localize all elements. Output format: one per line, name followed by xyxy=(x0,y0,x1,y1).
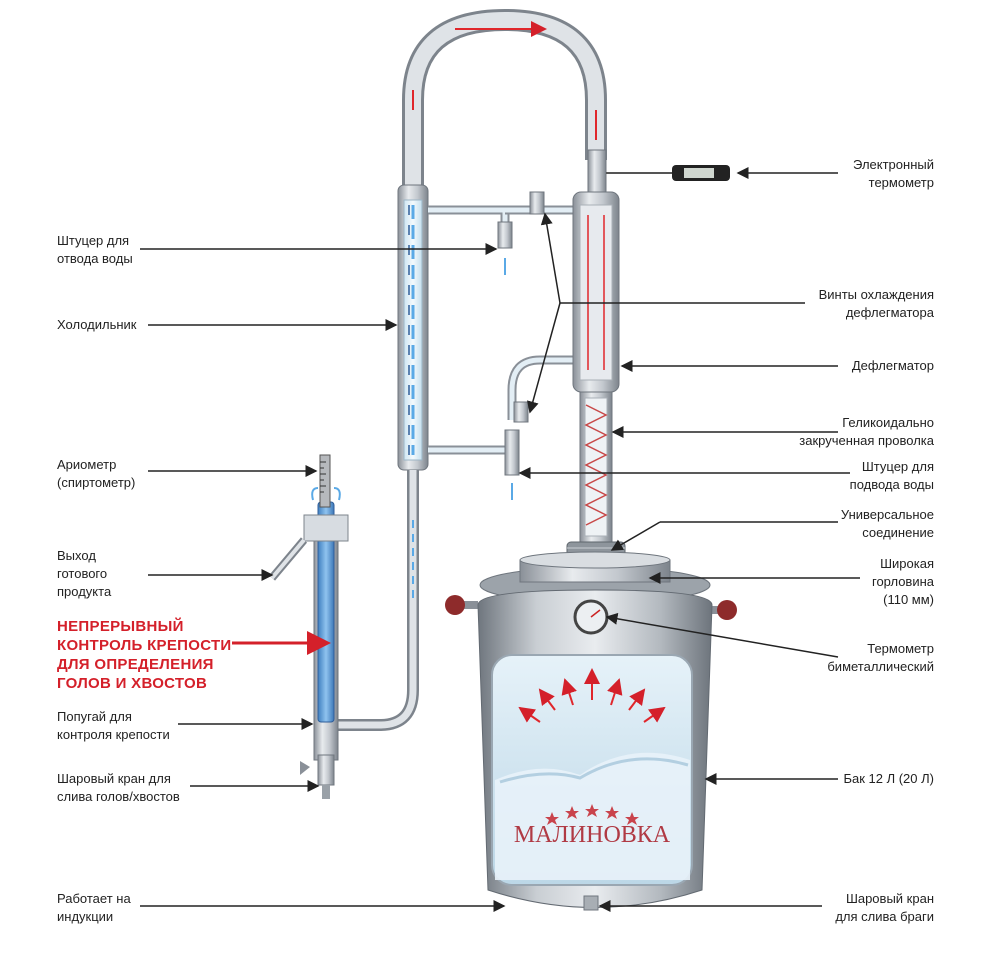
boiler-tank xyxy=(445,551,737,911)
electronic-thermometer-icon xyxy=(606,165,730,181)
label-tank: Бак 12 Л (20 Л) xyxy=(843,771,934,786)
dephlegmator-column xyxy=(566,149,626,567)
condenser-water-fittings xyxy=(428,191,575,500)
bimetal-thermometer-icon xyxy=(573,599,609,635)
vapor-arch-tube xyxy=(402,8,607,190)
condenser-column xyxy=(337,184,429,731)
parrot-hydrometer xyxy=(268,454,349,799)
leader-lines xyxy=(140,167,860,912)
label-dephlegmator: Дефлегматор xyxy=(851,358,934,373)
label-hydrometer: Ариометр(спиртометр) xyxy=(57,457,136,490)
label-condenser: Холодильник xyxy=(57,317,137,332)
brand-logo: МАЛИНОВКА xyxy=(514,804,671,848)
brand-name: МАЛИНОВКА xyxy=(514,822,671,848)
